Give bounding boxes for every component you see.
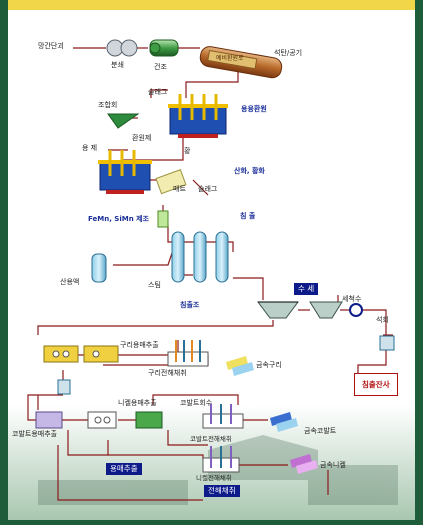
cobalt-product-icon	[270, 412, 298, 432]
kiln-icon	[199, 46, 283, 79]
label-flux: 조합회	[98, 101, 118, 109]
dryer-icon	[149, 39, 179, 57]
label-lime: 석회	[376, 316, 389, 324]
nickel-product-icon	[290, 454, 318, 474]
copper-product-icon	[226, 356, 254, 376]
label-matte: 매트	[173, 185, 186, 193]
matte-ingot-icon	[155, 169, 187, 195]
label-kiln: 예비환원로	[216, 55, 244, 62]
label-ferro: FeMn, SiMn 제조	[88, 215, 149, 223]
label-dry: 건조	[154, 63, 167, 71]
smelting-furnace-icon	[168, 94, 228, 138]
label-grind: 분쇄	[111, 61, 124, 69]
label-leach: 침 출	[240, 212, 256, 220]
label-leach-tank: 침출조	[180, 301, 200, 309]
label-co-metal: 금속코발트	[304, 427, 337, 435]
ni-electrowinning-icon	[202, 446, 240, 473]
label-slag-1: 슬래그	[148, 88, 168, 96]
co-extractor-icon	[35, 411, 63, 429]
box-ew: 전해채취	[204, 485, 240, 497]
label-ni-metal: 금속니켈	[320, 461, 346, 469]
label-steam: 스팀	[148, 281, 161, 289]
box-residue: 침출잔사	[354, 373, 398, 396]
oxygen-cylinder-icon	[91, 253, 107, 283]
label-ironmaking: 용 제	[82, 144, 98, 152]
flow-graphics	[8, 39, 415, 520]
filter-icon	[349, 303, 363, 317]
label-sulfur: 황	[184, 147, 191, 155]
label-fusion-reduction: 용융환원	[241, 105, 267, 113]
oxidation-furnace-icon	[98, 150, 152, 194]
thickener-1-icon	[257, 301, 299, 319]
label-ore: 망간단괴	[38, 42, 64, 50]
label-reduce-agent: 환원제	[132, 134, 152, 142]
label-oxidize-sulfur: 산화, 황화	[234, 167, 265, 175]
label-co-extract: 코발트용매추출	[12, 430, 58, 438]
box-wash: 수 세	[294, 283, 319, 295]
label-coal-air: 석탄/공기	[274, 49, 303, 57]
co-electrowinning-icon	[202, 404, 244, 429]
reactor-icon	[157, 210, 169, 228]
label-slag-2: 슬래그	[198, 185, 218, 193]
leach-columns-icon	[171, 231, 229, 283]
label-cu-ew: 구리전해채취	[148, 369, 187, 377]
label-wash-water: 세척수	[342, 295, 362, 303]
holding-tank-icon	[57, 379, 71, 395]
co-recovery-icon	[135, 411, 163, 429]
label-ni-ew: 니켈전해채취	[196, 474, 232, 482]
label-ni-extract: 니켈용매추출	[118, 399, 157, 407]
grinder-icon	[106, 39, 138, 57]
label-co-recover: 코발트회수	[180, 399, 213, 407]
box-solvent: 용매추출	[106, 463, 142, 475]
label-cu-metal: 금속구리	[256, 361, 282, 369]
top-accent-bar	[8, 0, 415, 10]
flow-diagram: 망간단괴 분쇄 건조 석탄/공기 예비환원로 슬래그 조합회 환원제 용융환원 …	[8, 10, 415, 520]
label-co-ew: 코발트전해채취	[190, 435, 232, 443]
label-cu-extract: 구리용매추출	[120, 341, 159, 349]
cu-electrowinning-icon	[167, 340, 209, 367]
lime-tank-icon	[379, 335, 395, 351]
flux-hopper-icon	[107, 113, 140, 129]
label-oxygen: 산용액	[60, 278, 80, 286]
ni-mixer-settler-icon	[87, 411, 117, 429]
cu-mixer-settler-icon	[43, 345, 119, 363]
thickener-2-icon	[309, 301, 343, 319]
